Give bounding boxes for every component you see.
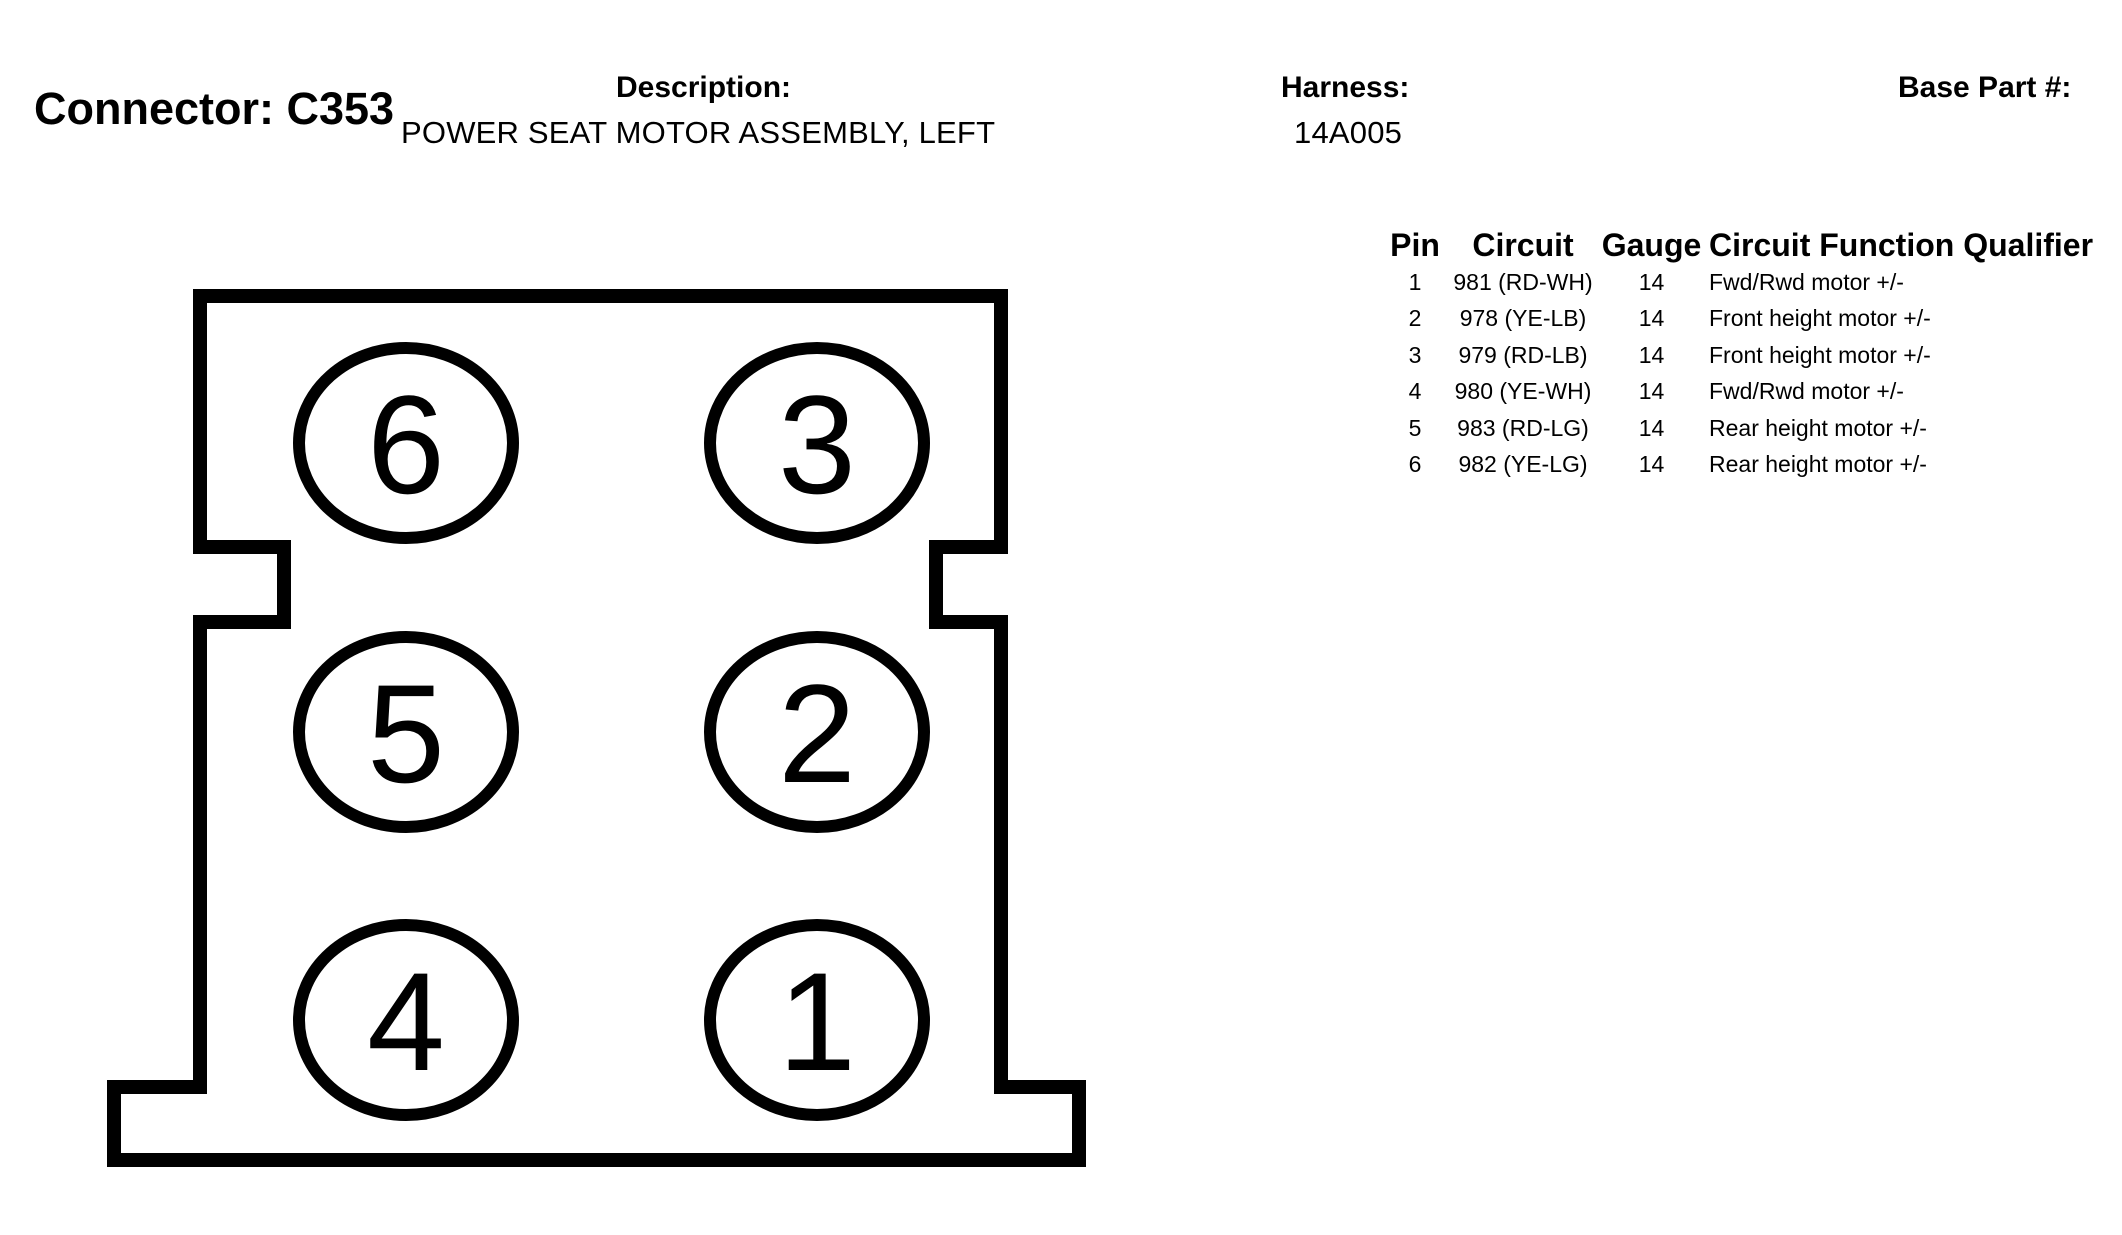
table-row: 4 980 (YE-WH) 14 Fwd/Rwd motor +/- bbox=[1380, 374, 2093, 411]
cavity-number: 1 bbox=[778, 943, 856, 1100]
circuit-cell: 981 (RD-WH) bbox=[1453, 268, 1593, 295]
pin-cell: 4 bbox=[1408, 378, 1422, 405]
circuit-cell: 982 (YE-LG) bbox=[1458, 451, 1588, 478]
circuit-cell: 980 (YE-WH) bbox=[1454, 378, 1592, 405]
cavity-circle bbox=[704, 919, 930, 1121]
col-function-header: Circuit Function Qualifier bbox=[1709, 227, 2094, 263]
pin-cavities: 6 3 5 2 4 1 bbox=[293, 342, 930, 1121]
function-cell: Fwd/Rwd motor +/- bbox=[1709, 378, 1904, 405]
cavity-circle bbox=[293, 919, 519, 1121]
pin-cell: 1 bbox=[1408, 268, 1422, 295]
table-row: 1 981 (RD-WH) 14 Fwd/Rwd motor +/- bbox=[1380, 264, 2093, 301]
circuit-cell: 978 (YE-LB) bbox=[1459, 305, 1587, 332]
pin-table-header: Pin Circuit Gauge Circuit Function Quali… bbox=[1380, 227, 2093, 264]
pin-cell: 6 bbox=[1408, 451, 1422, 478]
cavity-number: 4 bbox=[367, 943, 445, 1100]
cavity-number: 3 bbox=[778, 366, 856, 523]
harness-value: 14A005 bbox=[1294, 115, 1403, 150]
connector-title: Connector: C353 bbox=[34, 83, 395, 134]
function-cell: Rear height motor +/- bbox=[1709, 414, 1927, 441]
gauge-cell: 14 bbox=[1638, 414, 1665, 441]
pin-cell: 5 bbox=[1408, 414, 1422, 441]
col-gauge-header: Gauge bbox=[1601, 227, 1702, 263]
gauge-cell: 14 bbox=[1638, 451, 1665, 478]
cavity-circle bbox=[293, 342, 519, 544]
gauge-cell: 14 bbox=[1638, 341, 1665, 368]
circuit-cell: 979 (RD-LB) bbox=[1458, 341, 1588, 368]
cavity-number: 2 bbox=[778, 655, 856, 812]
table-row: 2 978 (YE-LB) 14 Front height motor +/- bbox=[1380, 301, 2093, 338]
pin-cell: 2 bbox=[1408, 305, 1422, 332]
gauge-cell: 14 bbox=[1638, 305, 1665, 332]
circuit-cell: 983 (RD-LG) bbox=[1457, 414, 1589, 441]
col-pin-header: Pin bbox=[1390, 227, 1440, 263]
gauge-cell: 14 bbox=[1638, 378, 1665, 405]
gauge-cell: 14 bbox=[1638, 268, 1665, 295]
function-cell: Front height motor +/- bbox=[1709, 305, 1931, 332]
function-cell: Fwd/Rwd motor +/- bbox=[1709, 268, 1904, 295]
base-part-label: Base Part #: bbox=[1898, 71, 2072, 104]
function-cell: Rear height motor +/- bbox=[1709, 451, 1927, 478]
cavity-circle bbox=[704, 342, 930, 544]
table-row: 3 979 (RD-LB) 14 Front height motor +/- bbox=[1380, 337, 2093, 374]
cavity-number: 6 bbox=[367, 366, 445, 523]
cavity-number: 5 bbox=[367, 655, 445, 812]
cavity-circle bbox=[704, 631, 930, 833]
description-value: POWER SEAT MOTOR ASSEMBLY, LEFT bbox=[401, 115, 996, 150]
table-row: 6 982 (YE-LG) 14 Rear height motor +/- bbox=[1380, 447, 2093, 484]
cavity-circle bbox=[293, 631, 519, 833]
table-row: 5 983 (RD-LG) 14 Rear height motor +/- bbox=[1380, 410, 2093, 447]
col-circuit-header: Circuit bbox=[1472, 227, 1574, 263]
pin-table: Pin Circuit Gauge Circuit Function Quali… bbox=[1380, 227, 2093, 483]
harness-label: Harness: bbox=[1281, 71, 1410, 104]
connector-outline bbox=[107, 289, 1086, 1167]
function-cell: Front height motor +/- bbox=[1709, 341, 1931, 368]
pin-cell: 3 bbox=[1408, 341, 1422, 368]
description-label: Description: bbox=[616, 71, 792, 104]
